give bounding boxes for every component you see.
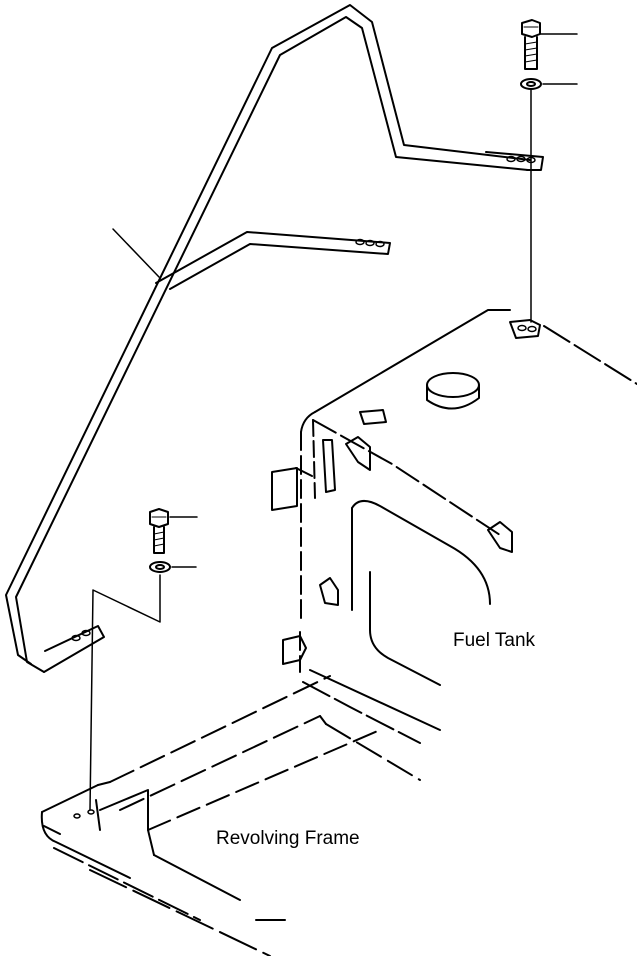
bolt-top-right	[521, 19, 541, 70]
bolt-lower-left	[149, 508, 169, 554]
washer-top-right	[520, 78, 542, 90]
fuel-tank-label: Fuel Tank	[453, 630, 536, 651]
handrail-tube	[5, 4, 531, 673]
handrail-brace	[155, 231, 391, 290]
handrail-leader-line	[112, 228, 160, 278]
fuel-tank	[271, 309, 637, 744]
tank-mount-bracket	[509, 319, 541, 339]
assembly-line-left	[89, 574, 161, 811]
revolving-frame	[40, 675, 421, 956]
revolving-frame-label: Revolving Frame	[216, 828, 360, 849]
handrail-lower-foot	[43, 625, 105, 673]
fuel-filler-cap	[426, 372, 480, 410]
washer-lower-left	[149, 561, 171, 573]
